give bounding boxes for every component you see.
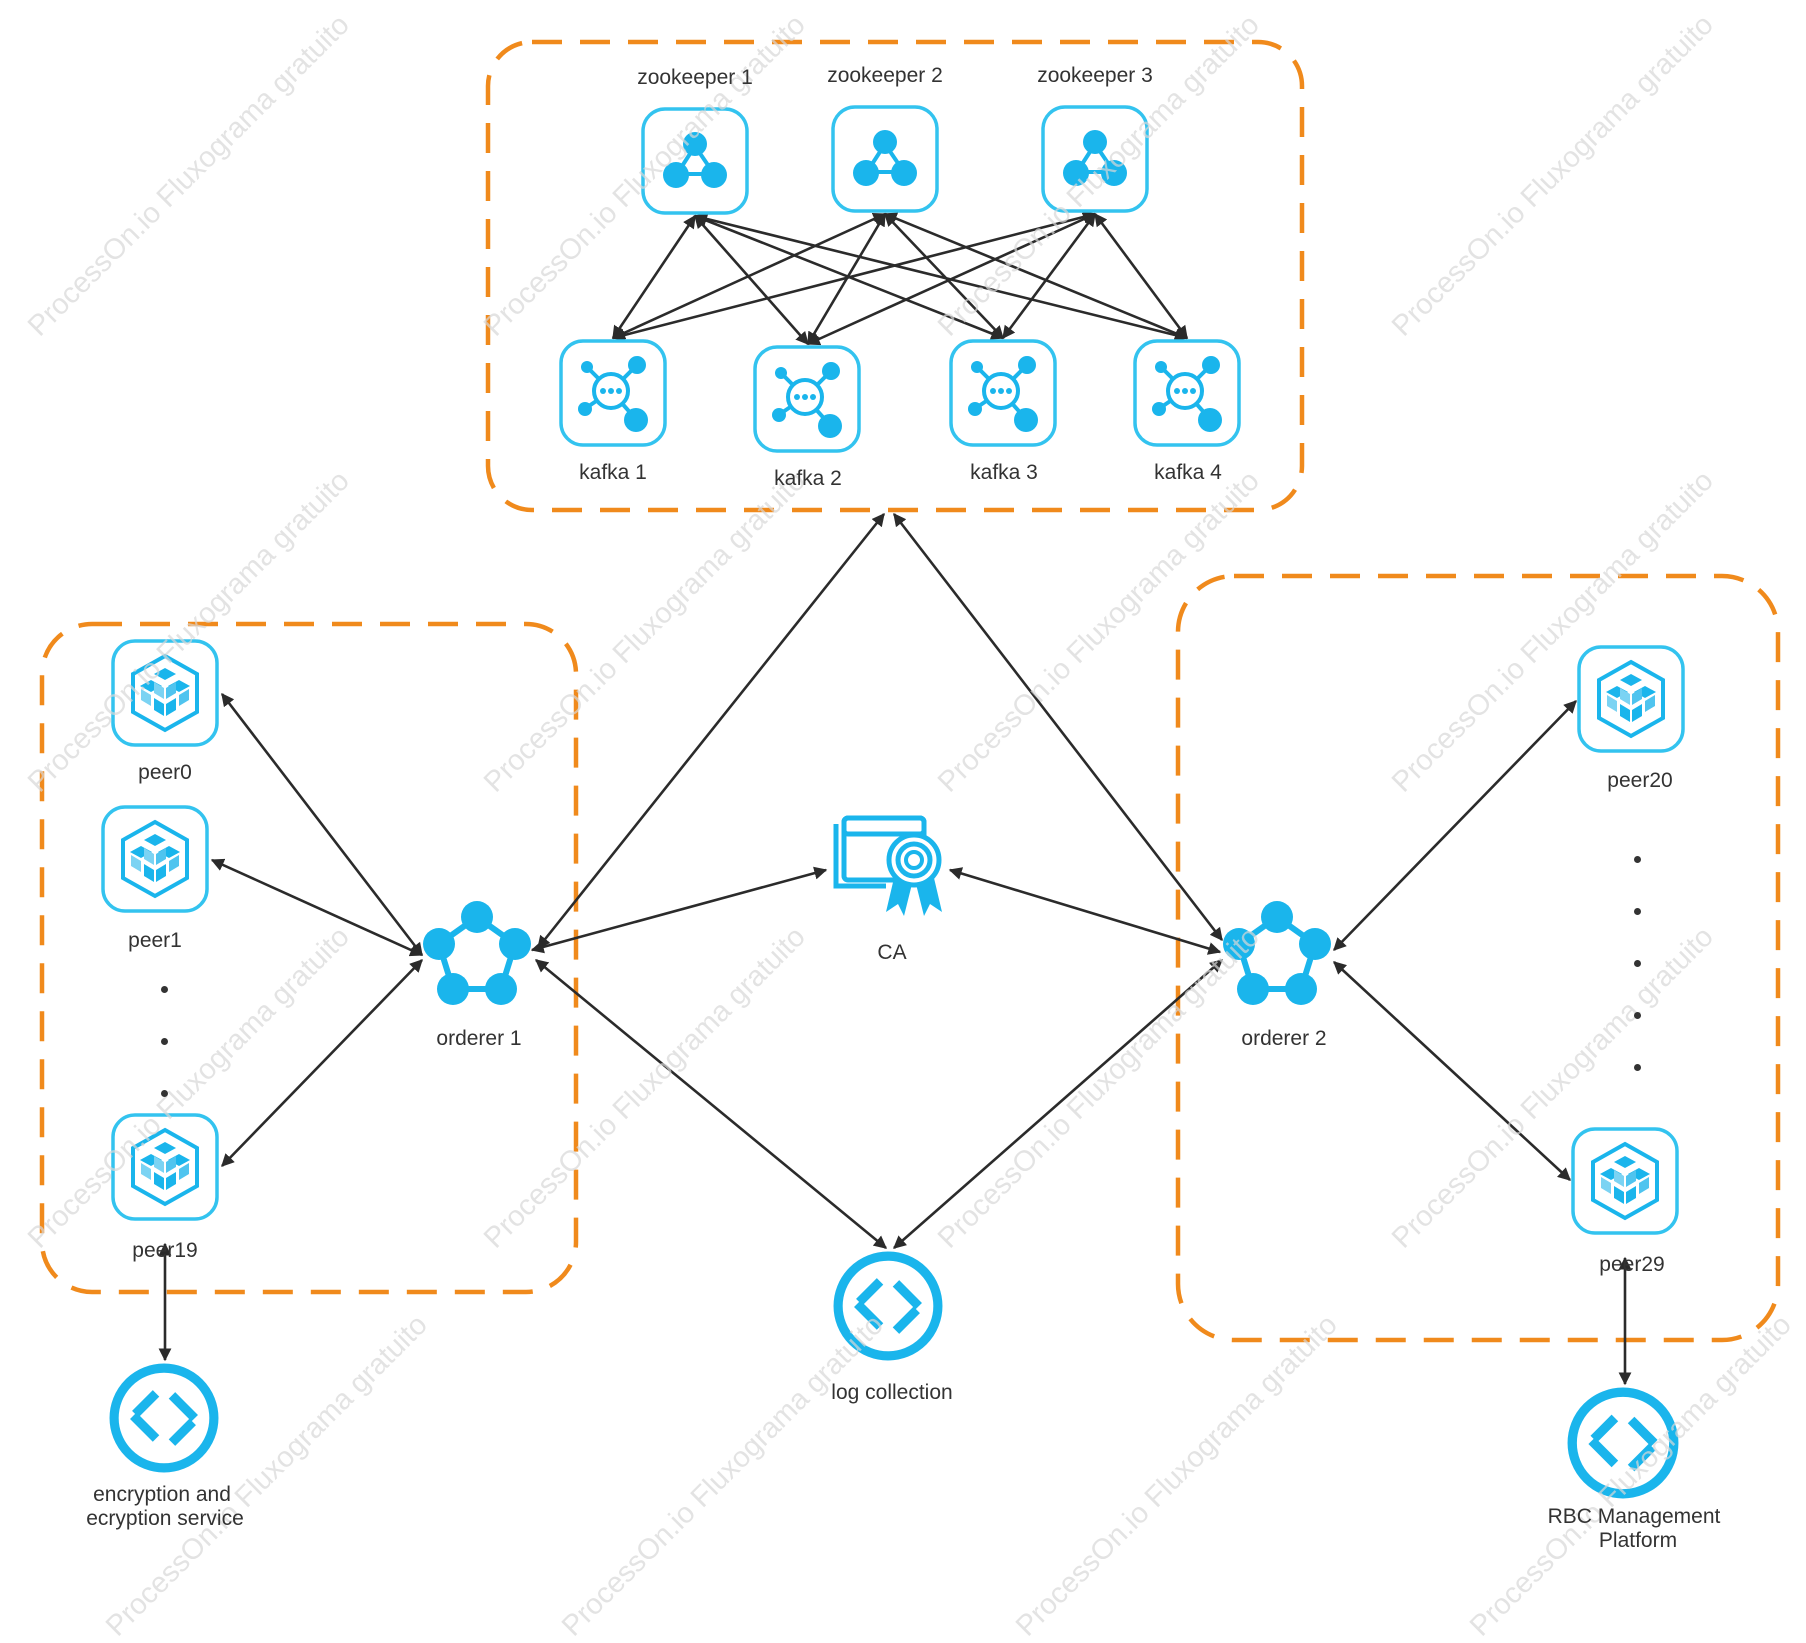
log-collection-label: log collection [831, 1381, 953, 1404]
kafka-4-label: kafka 4 [1154, 461, 1222, 484]
ca-label: CA [877, 941, 907, 964]
kafka-cluster-group [485, 39, 1305, 513]
ellipsis-dot [161, 1038, 168, 1045]
org1-peer-group [39, 621, 579, 1295]
orderer-2-icon[interactable] [1223, 901, 1331, 1005]
zookeeper-2-label: zookeeper 2 [827, 64, 943, 87]
zookeeper-1-label: zookeeper 1 [637, 66, 753, 89]
peer19-icon[interactable] [113, 1115, 217, 1219]
kafka-2-icon[interactable] [755, 347, 859, 451]
edge-orderer1-log [534, 958, 888, 1250]
zookeeper-3-icon[interactable] [1043, 107, 1147, 211]
edge-zookeeper1-kafka4 [693, 212, 1189, 342]
ellipsis-dot [1634, 908, 1641, 915]
ellipsis-dot [1634, 1064, 1641, 1071]
rbc-platform-label-line2: Platform [1598, 1529, 1678, 1552]
peer1-label: peer1 [128, 929, 182, 952]
orderer-2-label: orderer 2 [1241, 1027, 1327, 1050]
edge-zookeeper2-kafka3 [884, 213, 1004, 339]
org2-peer-group [1175, 573, 1781, 1343]
peer29-icon[interactable] [1573, 1129, 1677, 1233]
peer1-icon[interactable] [103, 807, 207, 911]
peer20-label: peer20 [1607, 769, 1673, 792]
peer19-label: peer19 [132, 1239, 198, 1262]
edge-orderer2-kafka-cluster [892, 512, 1224, 942]
kafka-3-label: kafka 3 [970, 461, 1038, 484]
ellipsis-dot [1634, 856, 1641, 863]
rbc-platform-label-line1: RBC Management [1547, 1505, 1721, 1528]
zookeeper-1-icon[interactable] [643, 109, 747, 213]
ellipsis-dot [1634, 1012, 1641, 1019]
ellipsis-dot [1634, 960, 1641, 967]
edge-orderer1-peer0 [220, 692, 424, 957]
ca-certificate-icon[interactable] [836, 818, 942, 916]
peer0-icon[interactable] [113, 641, 217, 745]
kafka-1-icon[interactable] [561, 341, 665, 445]
connection-edges [158, 210, 1632, 1386]
orderer-1-label: orderer 1 [436, 1027, 522, 1050]
edge-zookeeper3-kafka4 [1093, 212, 1189, 340]
edge-zookeeper1-kafka2 [694, 215, 809, 345]
rbc-platform-icon[interactable] [1572, 1392, 1674, 1494]
orderer-1-icon[interactable] [423, 901, 531, 1005]
edge-orderer1-peer19 [221, 959, 423, 1167]
encryption-service-label-line2: ecryption service [86, 1507, 244, 1530]
peer29-label: peer29 [1599, 1253, 1665, 1276]
edge-orderer2-peer20 [1333, 700, 1577, 951]
edge-orderer1-kafka-cluster [536, 512, 886, 950]
edge-orderer2-log [893, 959, 1223, 1249]
kafka-1-label: kafka 1 [579, 461, 647, 484]
network-diagram [39, 39, 1781, 1580]
peer0-label: peer0 [138, 761, 192, 784]
ellipsis-dot [161, 1090, 168, 1097]
ellipsis-dot [161, 986, 168, 993]
zookeeper-2-icon[interactable] [833, 107, 937, 211]
kafka-4-icon[interactable] [1135, 341, 1239, 445]
kafka-2-label: kafka 2 [774, 467, 842, 490]
kafka-3-icon[interactable] [951, 341, 1055, 445]
log-collection-icon[interactable] [838, 1256, 938, 1356]
edge-zookeeper3-kafka3 [1001, 212, 1097, 340]
encryption-service-icon[interactable] [114, 1368, 214, 1468]
edge-orderer2-peer29 [1333, 961, 1571, 1181]
edge-orderer1-peer1 [210, 858, 424, 957]
encryption-service-label-line1: encryption and [93, 1483, 231, 1506]
peer20-icon[interactable] [1579, 647, 1683, 751]
edge-orderer2-ca [948, 867, 1222, 955]
zookeeper-3-label: zookeeper 3 [1037, 64, 1153, 87]
edge-orderer1-ca [530, 866, 828, 954]
